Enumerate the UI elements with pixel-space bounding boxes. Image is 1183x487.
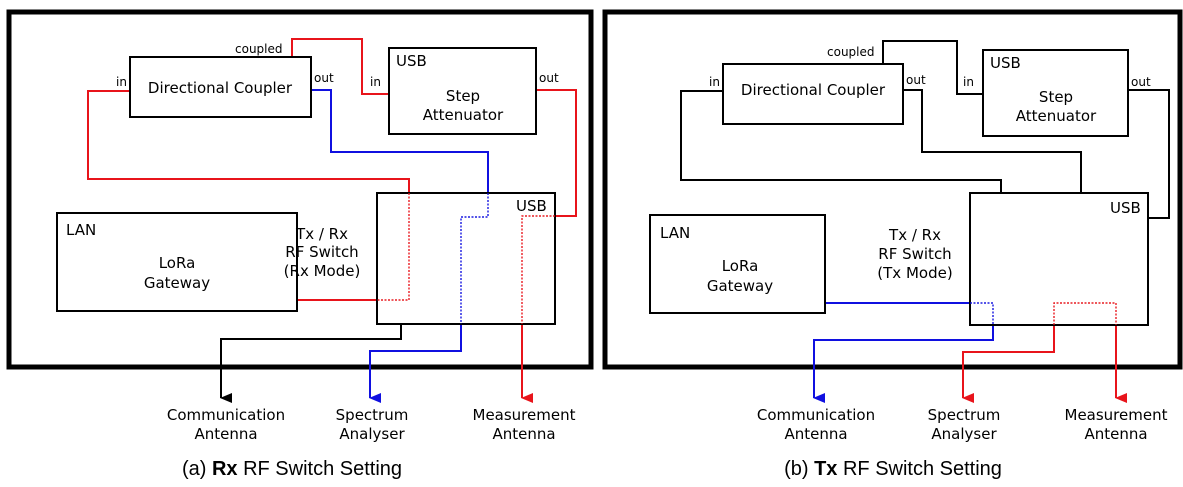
step-attenuator-box	[388, 47, 537, 135]
wire-coupled-to-attenuator	[882, 40, 983, 95]
panel-b: Directional Coupler in out coupled USB S…	[602, 9, 1183, 480]
output-spectrum-line1: Spectrum	[336, 406, 409, 424]
caption-a-prefix: (a)	[182, 458, 206, 480]
wire-switch-internal-rx	[377, 193, 410, 301]
output-spectrum-line1: Spectrum	[928, 406, 1001, 424]
rf-switch-box	[969, 192, 1149, 326]
output-communication-line2: Antenna	[194, 425, 257, 443]
gateway-line2: Gateway	[707, 277, 773, 295]
directional-coupler-box	[722, 63, 904, 125]
attenuator-line1: Step	[446, 87, 480, 105]
switch-internal-measurement-overlay	[521, 215, 555, 324]
attenuator-usb-tag: USB	[396, 52, 427, 70]
wire-communication-out	[220, 324, 402, 403]
panel-b-frame	[602, 9, 1183, 370]
panel-a-frame	[6, 9, 594, 370]
caption-b-bold: Tx	[814, 458, 837, 480]
switch-line2: RF Switch	[878, 245, 951, 263]
attenuator-line2: Attenuator	[1016, 107, 1097, 125]
lora-gateway-box	[649, 214, 826, 314]
attenuator-usb-tag: USB	[990, 54, 1021, 72]
coupler-port-out: out	[906, 73, 926, 87]
wire-coupler-in-to-switch	[87, 90, 410, 193]
wire-switch-internal-spectrum	[460, 193, 489, 324]
wire-coupled-to-attenuator	[291, 38, 389, 95]
coupler-port-in: in	[116, 75, 127, 89]
caption-b-rest: RF Switch Setting	[843, 458, 1002, 480]
output-measurement-line1: Measurement	[1065, 406, 1168, 424]
output-communication-line2: Antenna	[784, 425, 847, 443]
directional-coupler-box	[129, 56, 312, 118]
output-measurement-line1: Measurement	[473, 406, 576, 424]
wire-spectrum-out	[962, 325, 1055, 403]
attenuator-line1: Step	[1039, 88, 1073, 106]
gateway-lan-tag: LAN	[660, 224, 690, 242]
attenuator-line2: Attenuator	[423, 106, 504, 124]
lora-gateway-box	[56, 212, 298, 312]
switch-usb-tag: USB	[516, 197, 547, 215]
switch-internal-rx-overlay	[377, 193, 410, 301]
switch-internal-loop-overlay	[1053, 302, 1117, 325]
wire-spectrum-out	[369, 324, 462, 403]
output-spectrum-line2: Analyser	[339, 425, 405, 443]
switch-internal-spectrum-overlay	[460, 193, 489, 324]
gateway-line1: LoRa	[722, 257, 759, 275]
gateway-line1: LoRa	[159, 254, 196, 272]
output-communication-line1: Communication	[167, 406, 285, 424]
step-attenuator-box	[982, 49, 1129, 137]
switch-line1: Tx / Rx	[295, 225, 348, 243]
attenuator-port-out: out	[1131, 75, 1151, 89]
switch-line2: RF Switch	[285, 243, 358, 261]
wire-coupler-out-to-switch	[903, 89, 1082, 193]
switch-line3: (Tx Mode)	[877, 264, 952, 282]
panel-a: Directional Coupler in out coupled USB S…	[6, 9, 594, 480]
coupler-port-in: in	[709, 75, 720, 89]
switch-internal-tx-overlay	[970, 302, 994, 325]
rf-switch-box	[376, 192, 556, 325]
gateway-line2: Gateway	[144, 274, 210, 292]
coupler-port-out: out	[314, 71, 334, 85]
coupler-label: Directional Coupler	[148, 79, 293, 97]
attenuator-port-out: out	[539, 71, 559, 85]
coupler-port-coupled: coupled	[827, 45, 875, 59]
attenuator-port-in: in	[370, 75, 381, 89]
wire-coupler-in-to-switch	[680, 90, 1002, 193]
wire-attenuator-out-to-switch	[1128, 89, 1170, 219]
wire-attenuator-out-to-switch	[536, 89, 577, 217]
wire-communication-out	[813, 325, 994, 403]
caption-a-rest: RF Switch Setting	[243, 458, 402, 480]
switch-line1: Tx / Rx	[888, 226, 941, 244]
gateway-lan-tag: LAN	[66, 221, 96, 239]
wire-switch-internal-tx	[970, 302, 994, 325]
wire-coupler-out-to-switch	[311, 89, 489, 193]
coupler-port-coupled: coupled	[235, 42, 283, 56]
wire-switch-internal-measurement	[521, 215, 555, 324]
output-measurement-line2: Antenna	[1084, 425, 1147, 443]
caption-a: (a) Rx RF Switch Setting	[182, 458, 402, 480]
output-spectrum-line2: Analyser	[931, 425, 997, 443]
output-measurement-line2: Antenna	[492, 425, 555, 443]
caption-b-prefix: (b)	[784, 458, 808, 480]
caption-a-bold: Rx	[212, 458, 238, 480]
wire-switch-internal-loop	[1053, 302, 1117, 325]
output-communication-line1: Communication	[757, 406, 875, 424]
caption-b: (b) Tx RF Switch Setting	[784, 458, 1002, 480]
attenuator-port-in: in	[963, 75, 974, 89]
switch-usb-tag: USB	[1110, 199, 1141, 217]
switch-line3: (Rx Mode)	[284, 262, 361, 280]
coupler-label: Directional Coupler	[741, 81, 886, 99]
